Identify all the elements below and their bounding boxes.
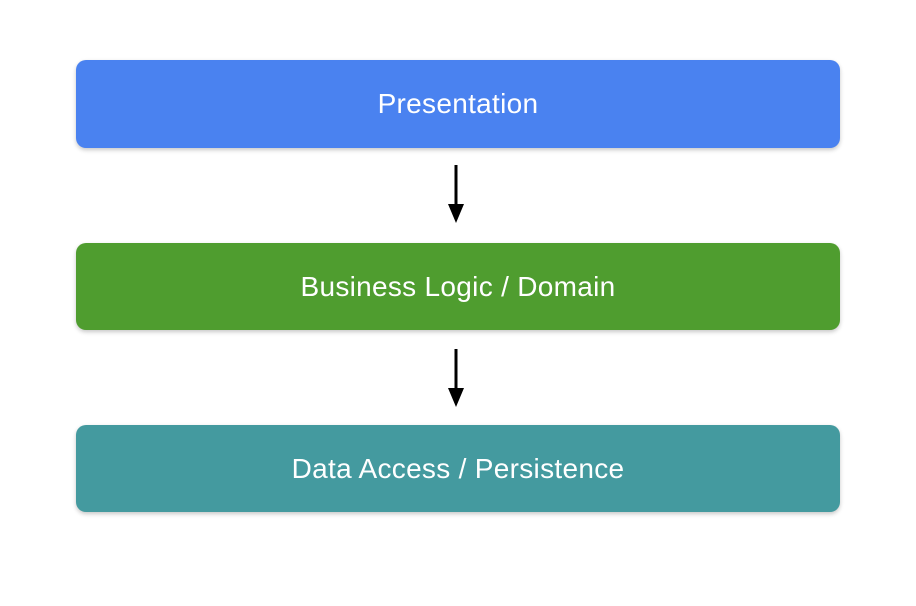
layer-box-presentation: Presentation [76,60,840,148]
layer-label-business-logic: Business Logic / Domain [300,270,616,302]
layer-label-presentation: Presentation [377,88,539,119]
down-arrow-icon [448,349,464,407]
layer-box-data-access: Data Access / Persistence [76,425,840,512]
layer-box-business-logic: Business Logic / Domain [76,243,840,330]
layer-label-data-access: Data Access / Persistence [291,452,625,484]
down-arrow-icon [448,165,464,223]
